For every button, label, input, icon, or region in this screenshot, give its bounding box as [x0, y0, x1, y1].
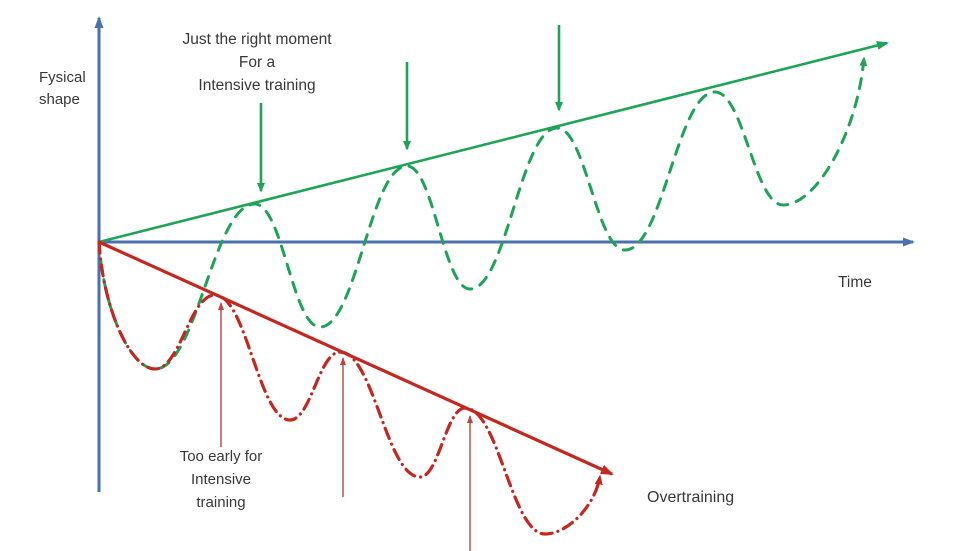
red-trend-line — [98, 240, 614, 476]
x-axis-label: Time — [838, 274, 872, 291]
annotation-right-moment: Just the right moment For a Intensive tr… — [182, 31, 332, 94]
annotation-too-early: Too early for Intensive training — [179, 448, 263, 511]
red-wave-curve — [97, 240, 603, 536]
y-axis-label: Fysical shape — [39, 69, 86, 108]
green-trend-line — [98, 41, 889, 244]
green-wave-curve — [97, 56, 868, 371]
annotation-overtraining: Overtraining — [647, 489, 735, 506]
